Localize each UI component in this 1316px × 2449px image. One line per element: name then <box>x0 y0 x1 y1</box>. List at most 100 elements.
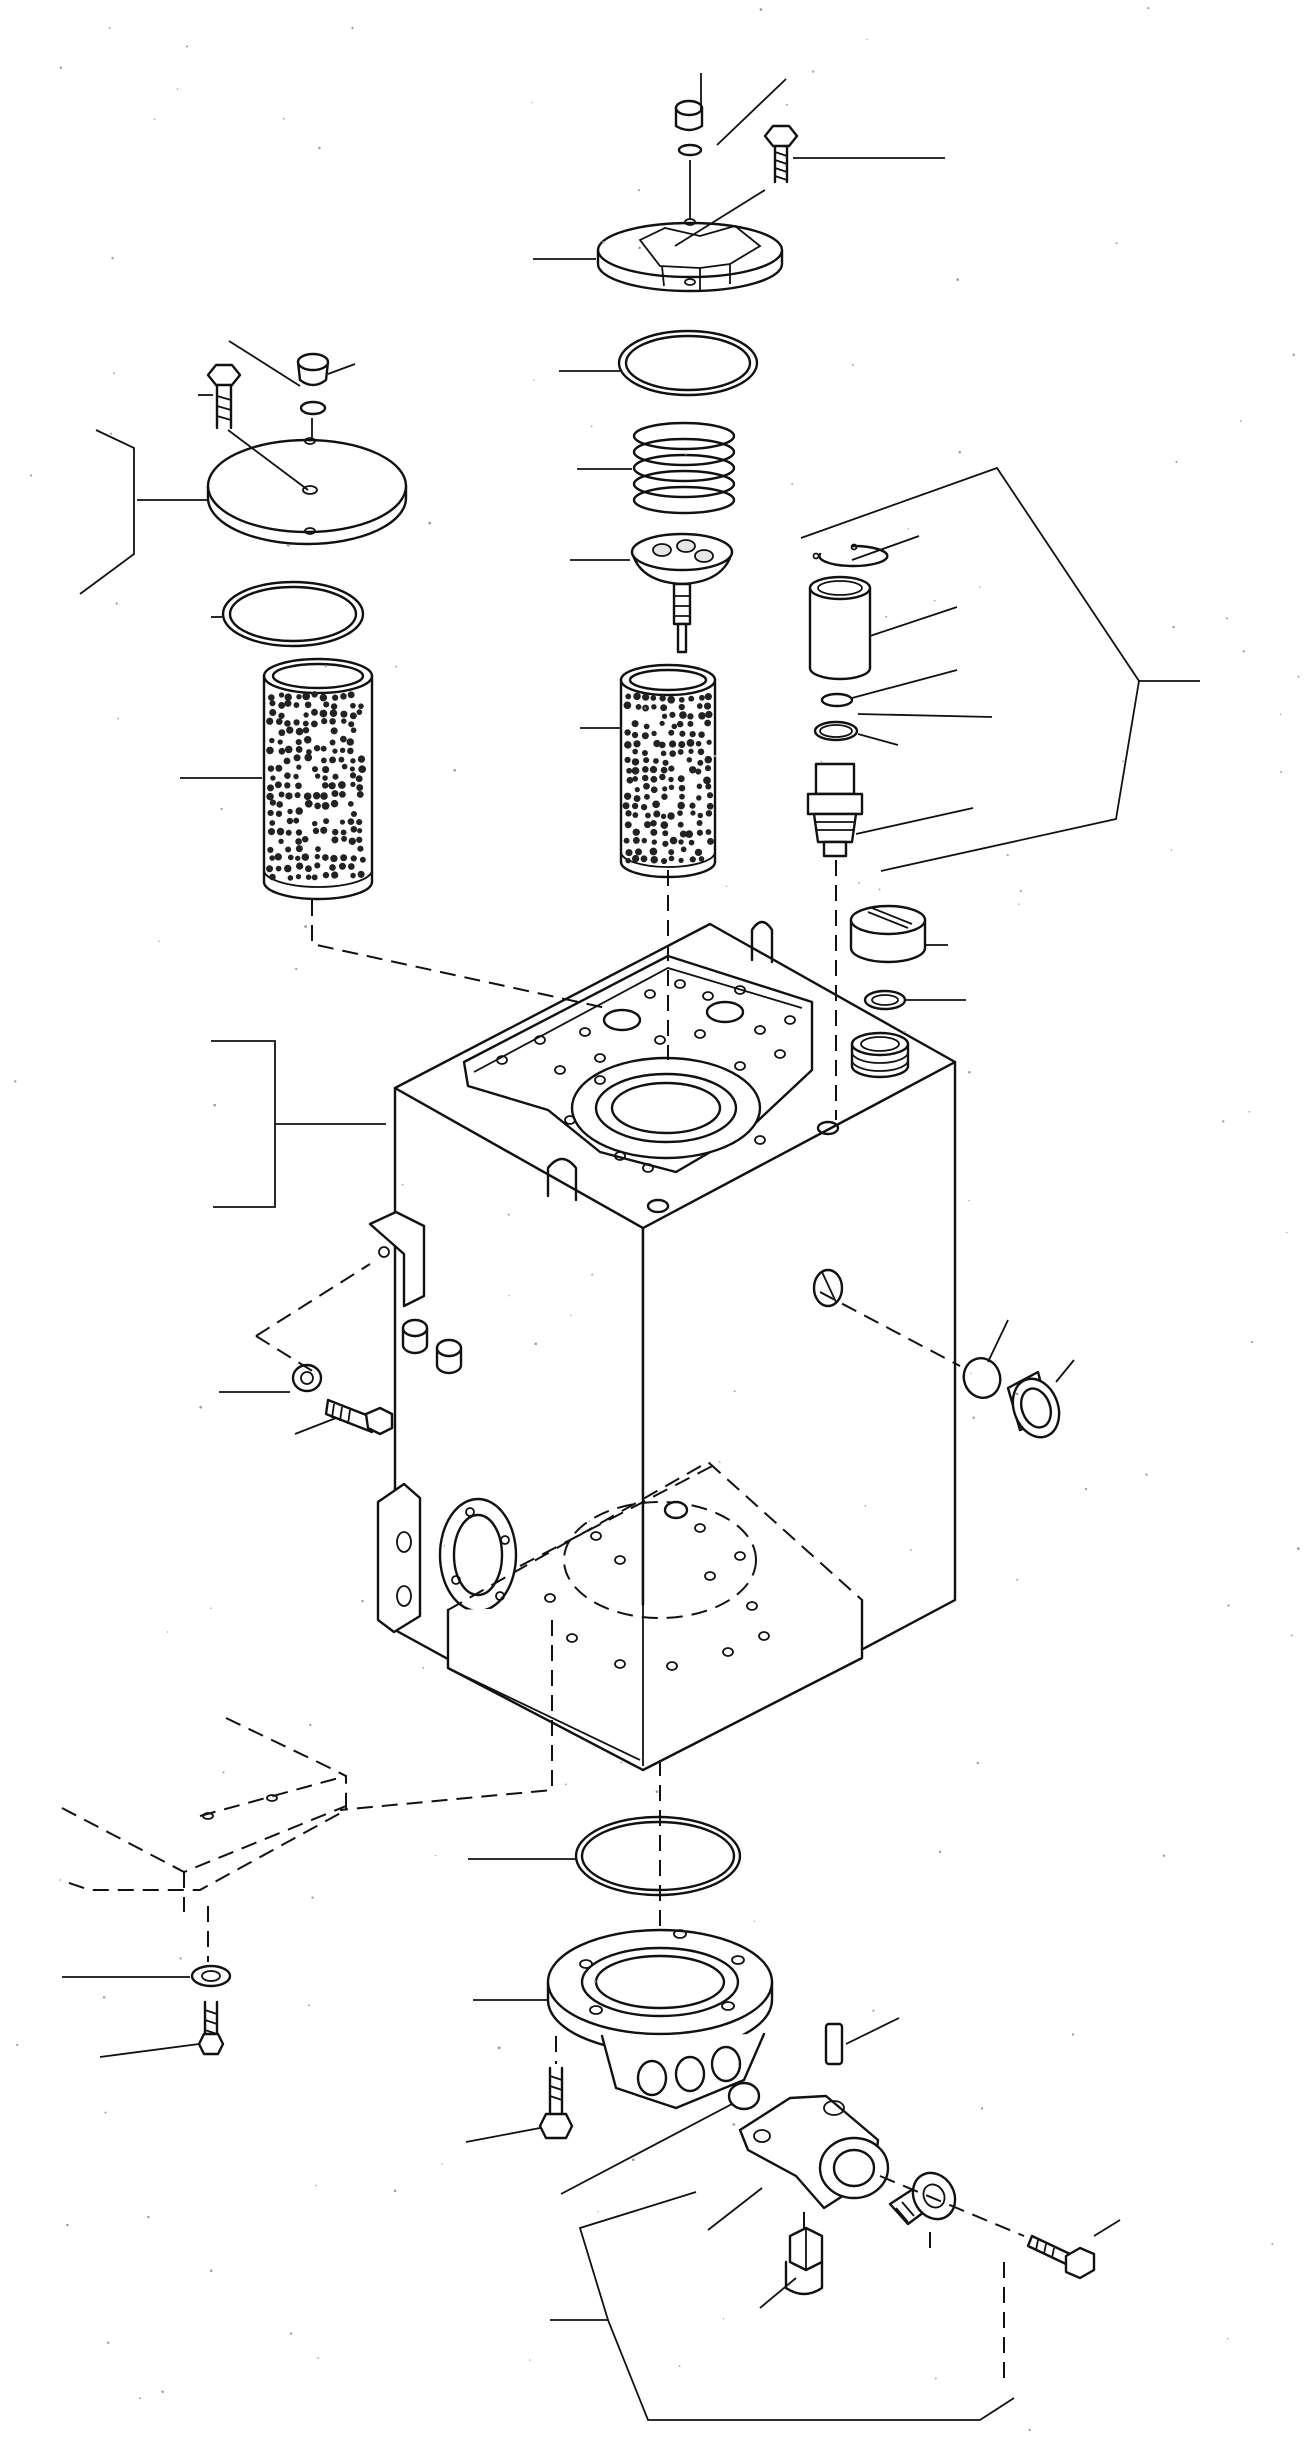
bolt-hole <box>496 1055 508 1065</box>
speckle <box>220 807 223 810</box>
left-oring <box>221 580 365 648</box>
mesh-dot <box>349 766 355 772</box>
mesh-dot <box>350 758 356 764</box>
mesh-dot <box>295 807 303 815</box>
bolt-hole <box>758 1631 770 1641</box>
mesh-dot <box>319 709 328 718</box>
mesh-dot <box>679 711 687 719</box>
speckle <box>295 967 298 971</box>
speckle <box>507 1213 510 1216</box>
speckle <box>315 2184 317 2187</box>
mesh-dot <box>669 711 676 718</box>
mesh-dot <box>283 757 291 765</box>
speckle <box>16 2043 19 2046</box>
bolt-hole <box>579 1027 591 1037</box>
mesh-dot <box>688 839 695 846</box>
speckle <box>185 45 188 48</box>
speckle <box>864 1505 867 1507</box>
mesh-dot <box>293 773 299 780</box>
speckle <box>102 1996 106 1999</box>
mesh-dot <box>658 741 666 749</box>
mesh-dot <box>337 781 346 789</box>
mesh-dot <box>357 845 364 852</box>
mesh-dot <box>626 767 633 774</box>
mesh-dot <box>314 853 320 860</box>
mesh-dot <box>314 802 321 810</box>
mesh-dot <box>679 730 686 737</box>
speckle <box>968 1199 970 1202</box>
mesh-dot <box>650 855 659 864</box>
mesh-dot <box>266 792 274 801</box>
mesh-dot <box>267 828 276 836</box>
mesh-dot <box>653 739 661 748</box>
mesh-dot <box>703 776 711 785</box>
speckle <box>602 241 605 244</box>
speckle <box>422 1666 425 1669</box>
bolt-hole <box>694 1523 706 1533</box>
mesh-dot <box>311 820 318 827</box>
mesh-dot <box>302 720 309 727</box>
mesh-dot <box>688 695 695 702</box>
mesh-dot <box>330 799 339 808</box>
speckle <box>30 474 33 477</box>
speckle <box>968 1071 971 1074</box>
mesh-dot <box>304 701 312 709</box>
speckle <box>113 372 115 375</box>
speckle <box>565 1783 567 1786</box>
speckle <box>812 70 815 73</box>
mesh-dot <box>704 755 713 764</box>
speckle <box>958 451 961 454</box>
mesh-dot <box>631 854 640 863</box>
bolt-hole <box>614 1659 626 1669</box>
mesh-dot <box>293 719 300 726</box>
mesh-dot <box>678 703 685 711</box>
drain-block-bolt <box>1026 2234 1096 2280</box>
bolt-hole <box>644 989 656 999</box>
mesh-dot <box>631 758 640 766</box>
mesh-dot <box>284 745 293 754</box>
mesh-dot <box>293 702 300 708</box>
mesh-dot <box>356 709 363 715</box>
mesh-dot <box>331 694 339 701</box>
speckle <box>1292 353 1295 357</box>
mesh-dot <box>624 821 632 829</box>
mesh-dot <box>356 836 363 843</box>
mesh-dot <box>643 757 650 764</box>
speckle <box>107 2341 110 2344</box>
speckle <box>878 888 881 891</box>
mesh-dot <box>678 857 684 863</box>
mesh-dot <box>350 826 358 833</box>
mesh-dot <box>631 802 639 810</box>
speckle <box>309 1723 312 1727</box>
bolt-hole <box>594 1075 606 1085</box>
mesh-dot <box>319 693 328 702</box>
mesh-dot <box>284 864 292 873</box>
mesh-dot <box>704 693 712 701</box>
mesh-dot <box>623 837 630 844</box>
mesh-dot <box>696 819 703 827</box>
mesh-dot <box>266 717 274 725</box>
mesh-dot <box>278 791 285 798</box>
mesh-dot <box>285 792 293 800</box>
speckle <box>497 2046 501 2050</box>
mesh-dot <box>706 792 714 799</box>
mesh-dot <box>643 782 650 790</box>
leader-lines <box>62 73 1200 2421</box>
mesh-dot <box>650 695 657 701</box>
top-cover-plug <box>674 99 704 132</box>
speckle <box>428 521 432 525</box>
speckle <box>1290 1634 1293 1637</box>
speckle <box>1015 1392 1019 1396</box>
mesh-dot <box>293 754 301 762</box>
mesh-dot <box>359 856 366 863</box>
breather-valve <box>806 762 864 858</box>
speckle <box>111 257 114 260</box>
sight-gauge <box>1006 1370 1061 1439</box>
mesh-dot <box>642 693 650 701</box>
mesh-dot <box>651 704 657 710</box>
speckle <box>158 940 160 942</box>
mesh-dot <box>267 784 274 792</box>
mesh-dot <box>679 830 687 838</box>
speckle <box>317 2357 319 2359</box>
plate-bolt-holes <box>496 979 796 1173</box>
